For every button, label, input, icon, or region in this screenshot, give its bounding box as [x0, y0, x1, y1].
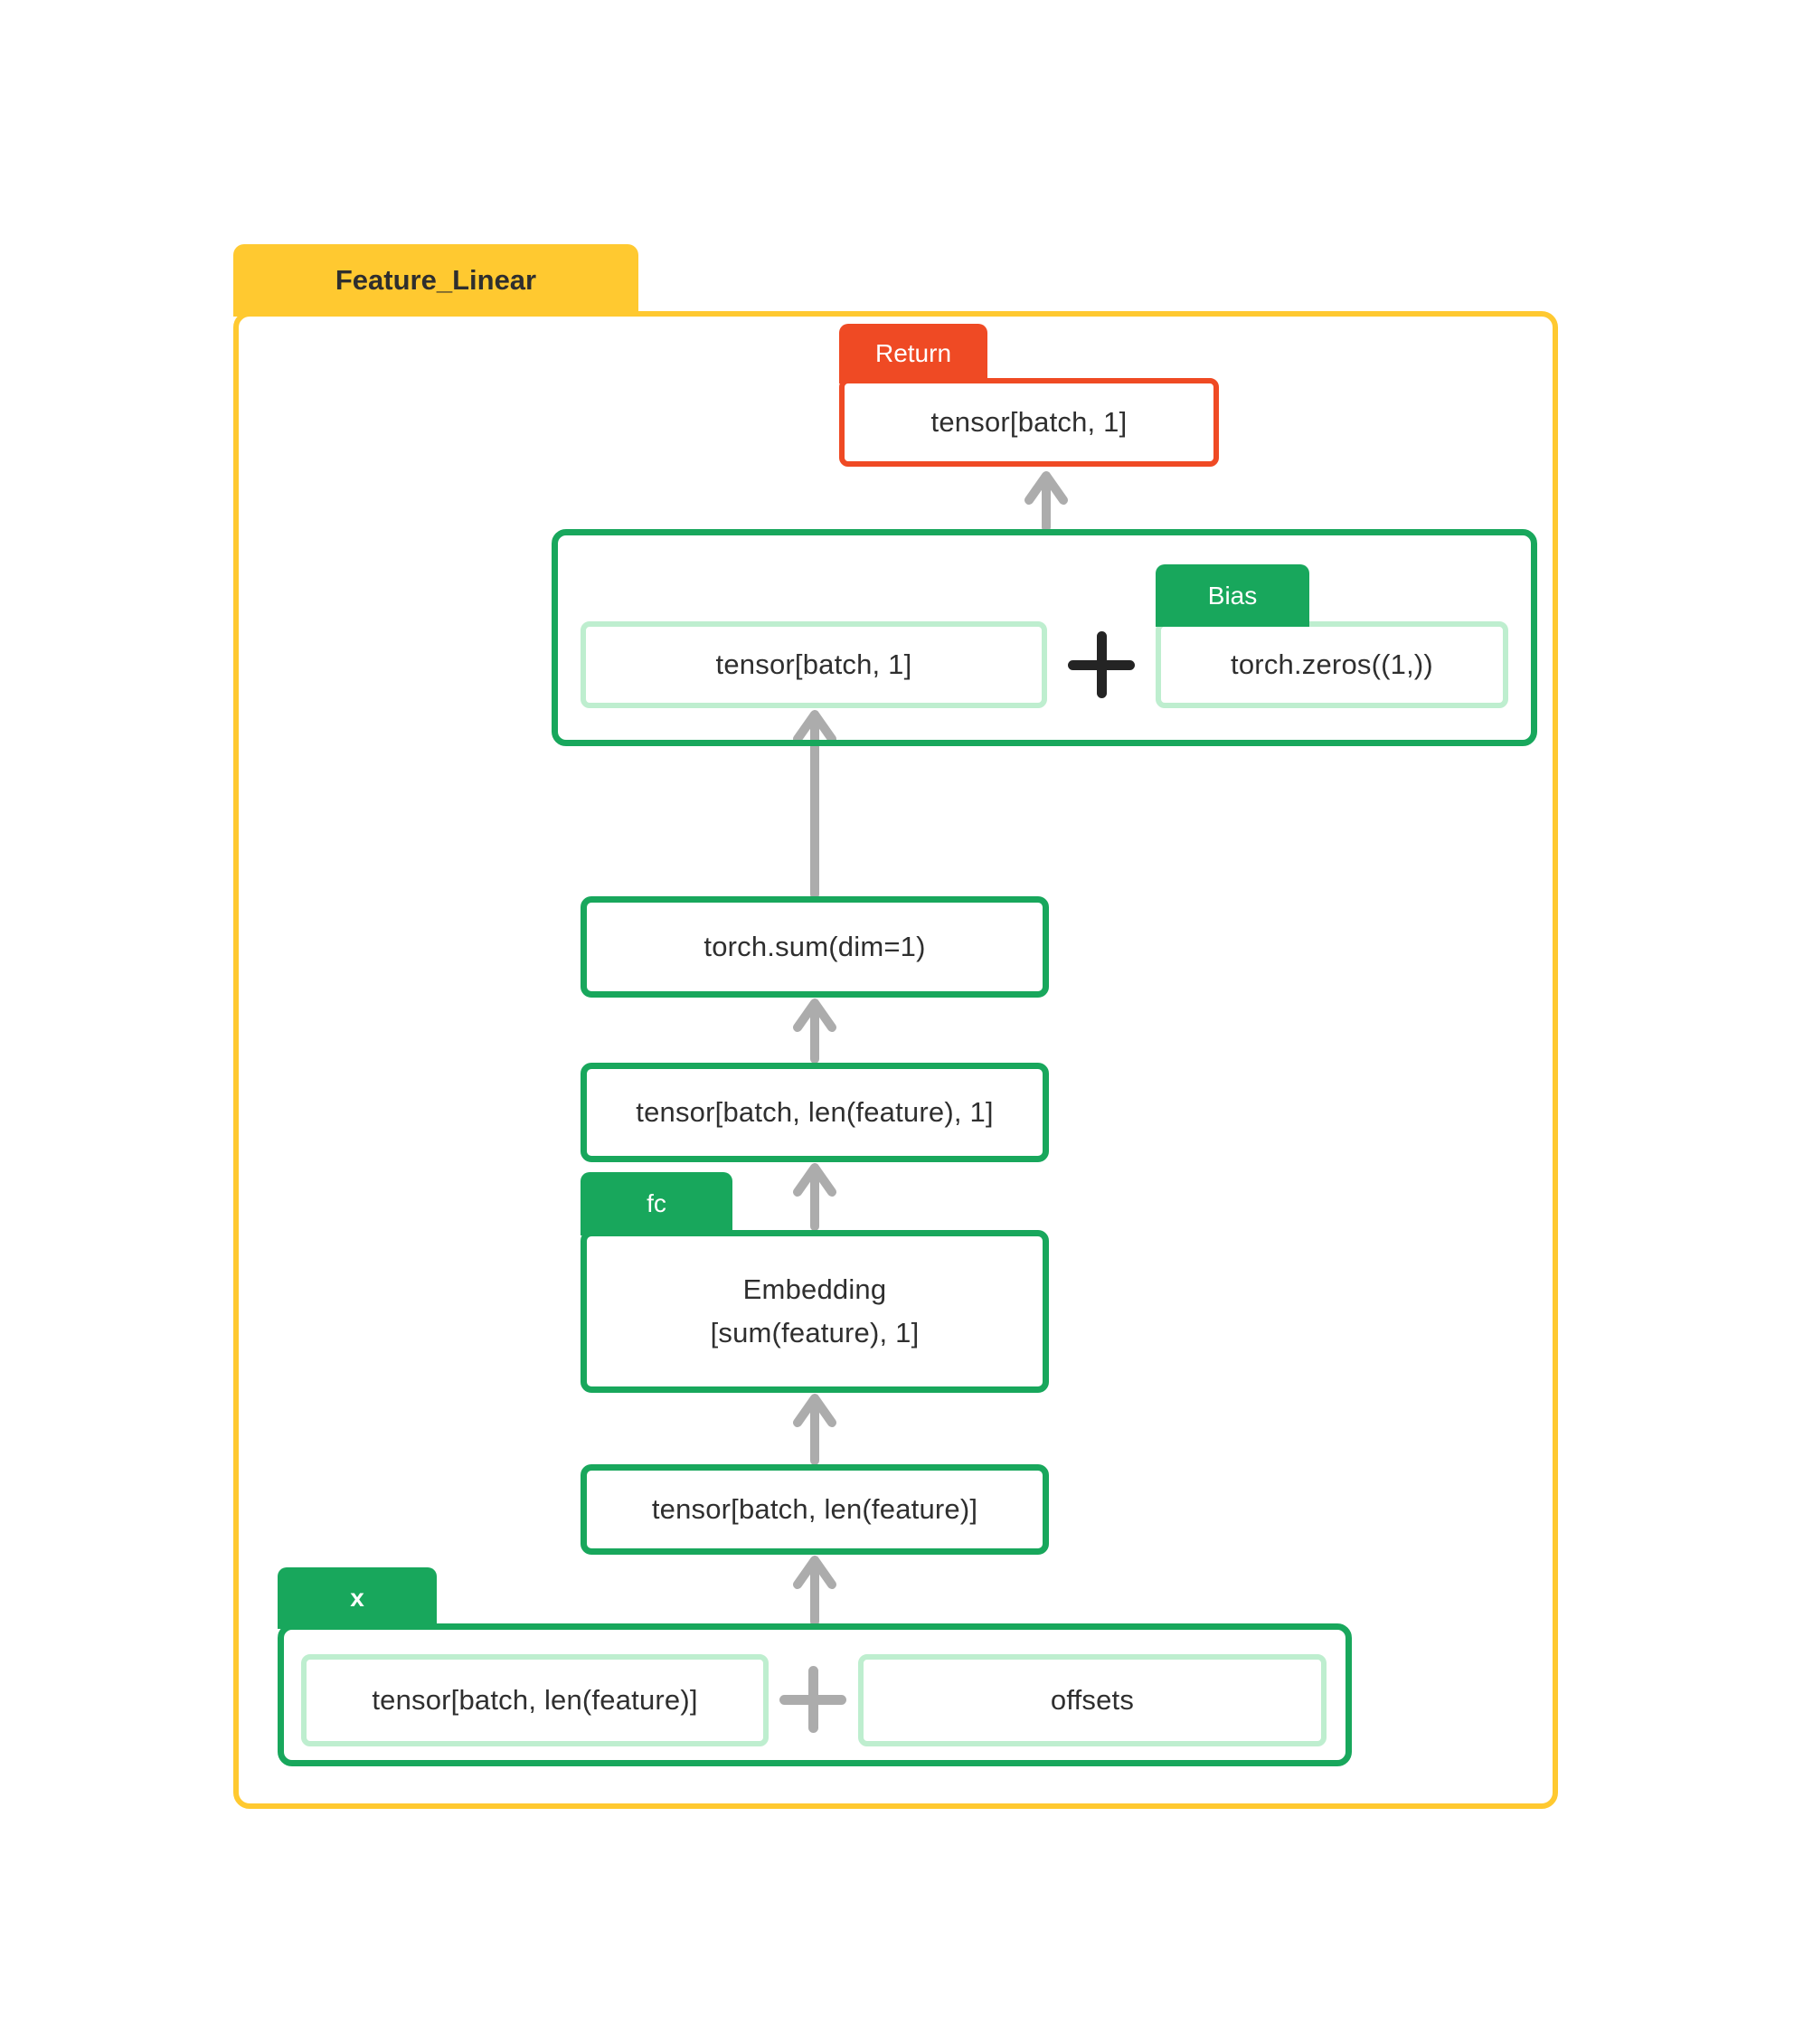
- plus-icon-bar: [1096, 631, 1107, 698]
- plus-icon: [1068, 631, 1135, 698]
- add-bias-container: [552, 529, 1537, 746]
- feature-linear-tab: Feature_Linear: [233, 244, 638, 317]
- up-arrow-x-to-tensor2d: [793, 1556, 836, 1626]
- tensor-batch1-label: tensor[batch, 1]: [715, 648, 912, 680]
- bias-tab-label: Bias: [1207, 581, 1258, 610]
- feature-linear-panel: [233, 311, 1558, 1809]
- feature-linear-title: Feature_Linear: [335, 264, 537, 296]
- fc-tab: fc: [581, 1172, 732, 1235]
- return-value-box: tensor[batch, 1]: [839, 378, 1219, 467]
- embedding-box: Embedding [sum(feature), 1]: [581, 1230, 1049, 1393]
- tensor-3d-label: tensor[batch, len(feature), 1]: [636, 1096, 994, 1128]
- fc-tab-label: fc: [647, 1189, 666, 1217]
- torch-zeros-label: torch.zeros((1,)): [1231, 648, 1433, 680]
- tensor-3d-box: tensor[batch, len(feature), 1]: [581, 1063, 1049, 1162]
- x-input-container: [278, 1623, 1352, 1766]
- torch-sum-box: torch.sum(dim=1): [581, 896, 1049, 998]
- tensor-batch1-box: tensor[batch, 1]: [581, 621, 1047, 708]
- up-arrow-tensor3d-to-sum: [793, 998, 836, 1064]
- up-arrow-embedding-to-tensor3d: [793, 1163, 836, 1231]
- offsets-label: offsets: [1050, 1684, 1135, 1716]
- x-input-tab: x: [278, 1567, 437, 1629]
- embedding-label-line1: Embedding: [742, 1273, 887, 1305]
- up-arrow-tensor2d-to-embedding: [793, 1394, 836, 1465]
- up-arrow-return: [1024, 471, 1068, 532]
- torch-sum-label: torch.sum(dim=1): [703, 931, 926, 962]
- x-tensor-box: tensor[batch, len(feature)]: [301, 1654, 769, 1746]
- tensor-2d-label: tensor[batch, len(feature)]: [651, 1493, 978, 1525]
- tensor-2d-box: tensor[batch, len(feature)]: [581, 1464, 1049, 1555]
- up-arrow-sum-to-add: [793, 710, 836, 899]
- plus-icon: [779, 1666, 846, 1733]
- x-tensor-label: tensor[batch, len(feature)]: [372, 1684, 698, 1716]
- x-input-tab-label: x: [350, 1584, 364, 1612]
- bias-tab: Bias: [1156, 564, 1309, 627]
- torch-zeros-box: torch.zeros((1,)): [1156, 621, 1508, 708]
- return-value-label: tensor[batch, 1]: [930, 406, 1128, 438]
- plus-icon-bar: [807, 1666, 818, 1733]
- offsets-box: offsets: [858, 1654, 1327, 1746]
- return-tab: Return: [839, 324, 987, 383]
- return-tab-label: Return: [874, 339, 952, 367]
- embedding-label-line2: [sum(feature), 1]: [710, 1317, 920, 1348]
